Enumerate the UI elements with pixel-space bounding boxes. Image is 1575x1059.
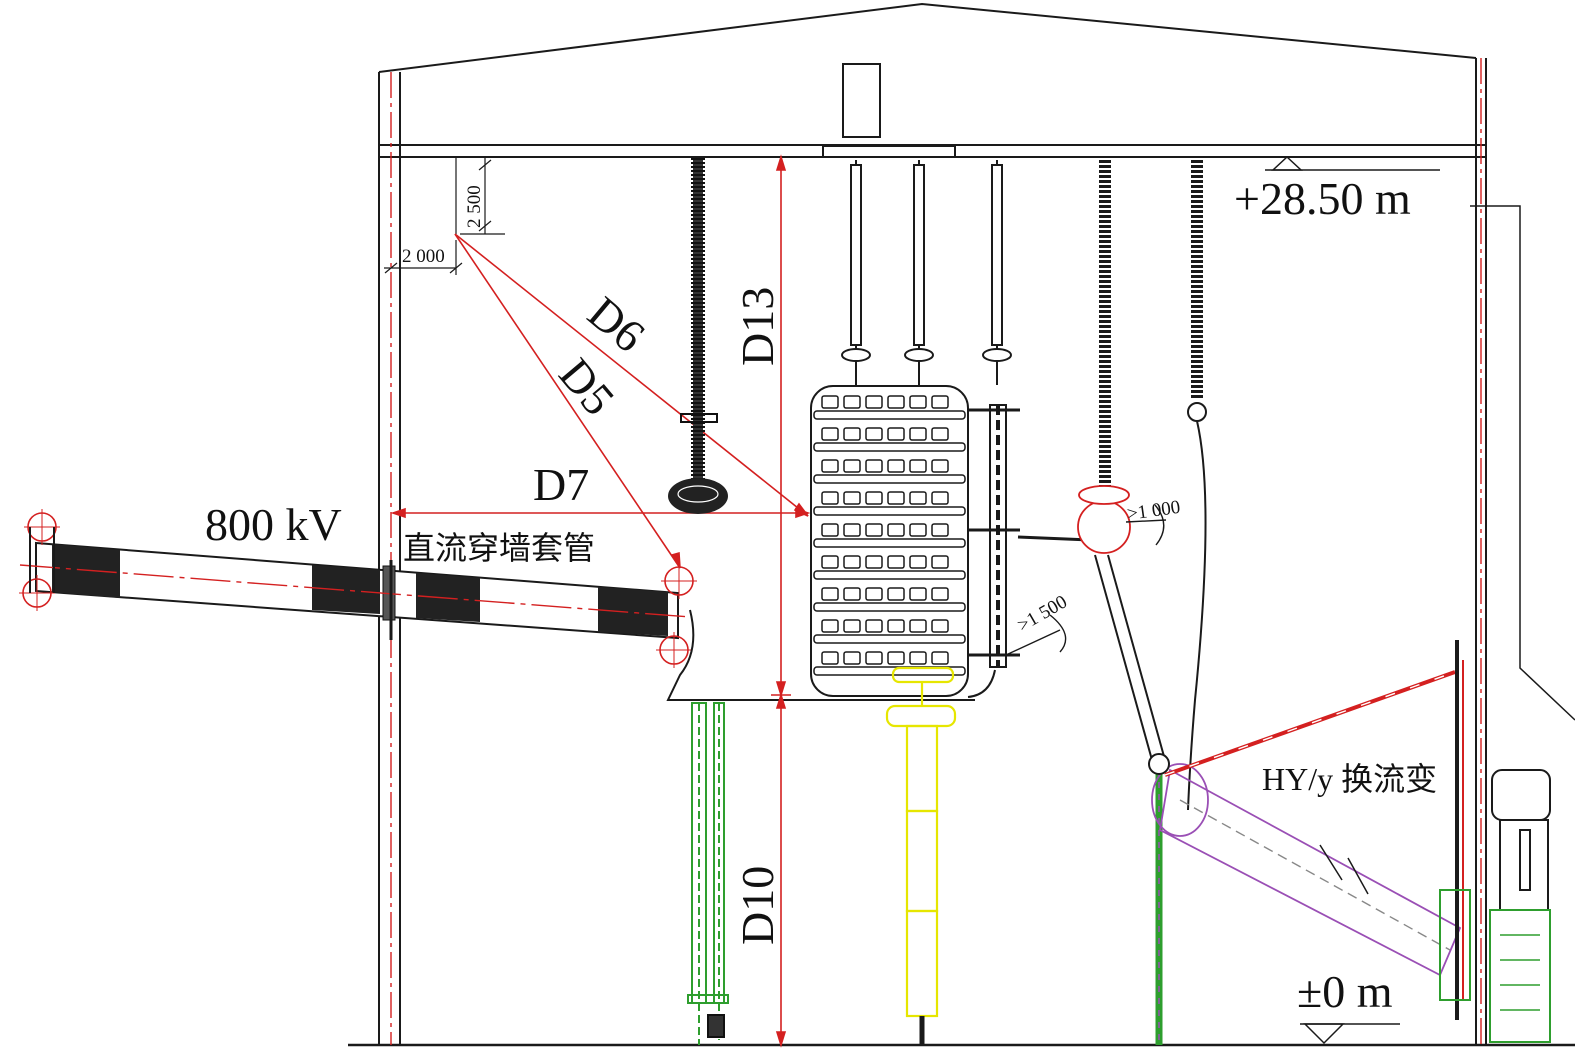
valve-module: [865, 587, 883, 601]
valve-tier-bar: [813, 634, 966, 644]
clearance-1000-label: >1 000: [1126, 497, 1182, 525]
valve-module: [821, 491, 839, 505]
valve-module: [909, 523, 927, 537]
valve-module: [887, 587, 905, 601]
valve-module: [931, 459, 949, 473]
valve-module: [843, 587, 861, 601]
building-outline: [348, 2, 1575, 1047]
vertical-dimension: [771, 154, 791, 1048]
valve-module: [865, 651, 883, 665]
hanging-insulator-left: [668, 158, 728, 514]
valve-module: [887, 491, 905, 505]
elevation-top-label: +28.50 m: [1234, 173, 1411, 224]
valve-suspension: [841, 160, 1012, 385]
valve-module: [821, 651, 839, 665]
arrester-columns: [687, 702, 1163, 1045]
valve-module: [909, 651, 927, 665]
valve-module: [843, 491, 861, 505]
valve-module: [931, 523, 949, 537]
valve-tier-bar: [813, 410, 966, 420]
valve-module: [887, 555, 905, 569]
valve-module: [887, 651, 905, 665]
wall-center-lines: [390, 58, 1482, 1045]
transformer-label: HY/y 换流变: [1262, 761, 1437, 797]
valve-module: [931, 587, 949, 601]
valve-module: [843, 555, 861, 569]
valve-module: [887, 427, 905, 441]
valve-module: [843, 619, 861, 633]
valve-module: [887, 619, 905, 633]
clearance-1500-label: >1 500: [1014, 591, 1071, 636]
yellow-post-insulator: [885, 666, 957, 1045]
shield-ring: [1077, 485, 1131, 554]
converter-transformer-bushing: [1148, 640, 1471, 1020]
valve-module: [887, 523, 905, 537]
valve-module: [865, 555, 883, 569]
valve-module: [887, 459, 905, 473]
valve-module: [843, 427, 861, 441]
valve-module: [843, 459, 861, 473]
valve-module: [821, 619, 839, 633]
valve-module: [865, 459, 883, 473]
elevation-marker-top: [1265, 155, 1440, 171]
valve-module: [865, 395, 883, 409]
valve-module: [909, 395, 927, 409]
converter-transformer-body: [1489, 769, 1551, 1043]
corner-dimensions: [384, 157, 505, 275]
valve-module: [931, 651, 949, 665]
valve-tower: [810, 385, 1020, 698]
elevation-ground-label: ±0 m: [1297, 966, 1393, 1017]
valve-module: [931, 491, 949, 505]
valve-module: [909, 555, 927, 569]
clearance-arcs: [1005, 504, 1167, 656]
valve-module: [843, 651, 861, 665]
valve-tier-bar: [813, 506, 966, 516]
valve-module: [821, 587, 839, 601]
valve-module: [931, 395, 949, 409]
valve-tier-bar: [813, 538, 966, 548]
elevation-marker-ground: [1300, 1023, 1400, 1045]
valve-module: [821, 395, 839, 409]
hanging-insulator-right: [1017, 160, 1207, 811]
valve-module: [887, 395, 905, 409]
valve-module: [909, 427, 927, 441]
d13-label: D13: [732, 287, 783, 366]
valve-module: [821, 459, 839, 473]
d10-label: D10: [732, 866, 783, 945]
valve-module: [931, 555, 949, 569]
valve-module: [843, 395, 861, 409]
valve-tier-bar: [813, 442, 966, 452]
clearance-lines: [390, 233, 811, 569]
voltage-label: 800 kV: [205, 499, 342, 550]
valve-module: [909, 491, 927, 505]
valve-module: [909, 459, 927, 473]
valve-module: [909, 587, 927, 601]
valve-tier-bar: [813, 570, 966, 580]
dimension-2000-label: 2 000: [402, 246, 445, 267]
wall-bushing: [19, 509, 975, 701]
valve-tier-bar: [813, 602, 966, 612]
valve-module: [821, 427, 839, 441]
valve-module: [821, 523, 839, 537]
d7-label: D7: [533, 459, 589, 510]
valve-module: [931, 619, 949, 633]
exterior-structure: [1470, 205, 1575, 721]
valve-module: [931, 427, 949, 441]
valve-module: [865, 523, 883, 537]
bushing-label: 直流穿墙套管: [403, 530, 595, 566]
valve-module: [821, 555, 839, 569]
valve-module: [843, 523, 861, 537]
valve-tier-bar: [813, 474, 966, 484]
dimension-2500-label: 2 500: [464, 185, 485, 228]
valve-module: [909, 619, 927, 633]
valve-module: [865, 491, 883, 505]
valve-module: [865, 619, 883, 633]
valve-module: [865, 427, 883, 441]
